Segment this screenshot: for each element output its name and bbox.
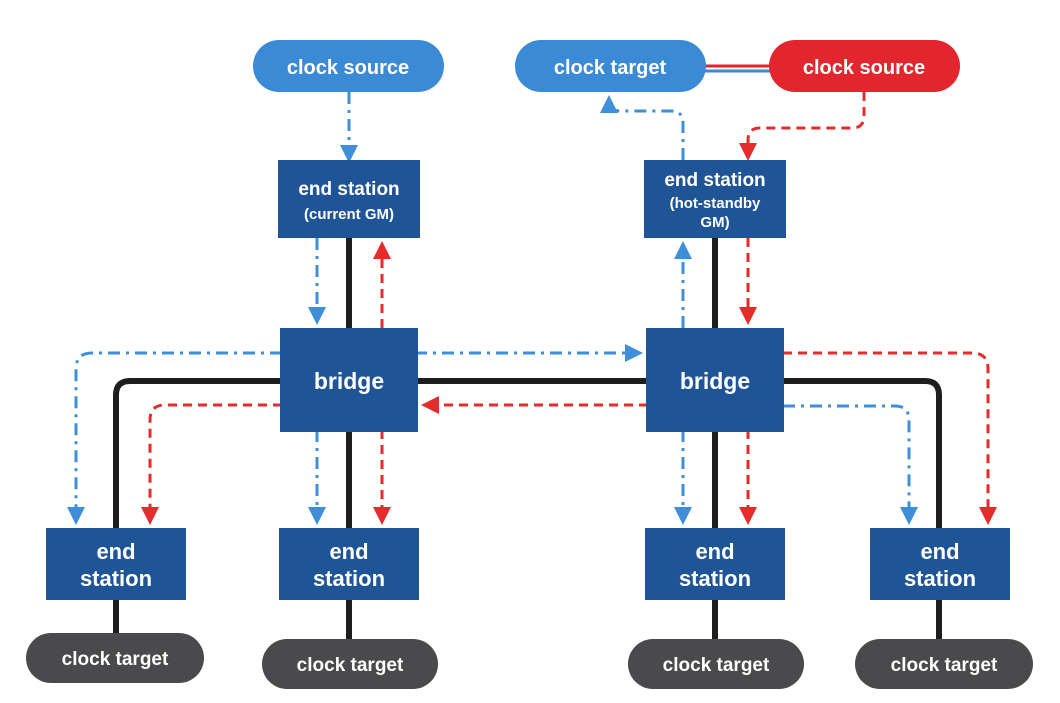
station-current-gm: end station (current GM) xyxy=(278,160,420,238)
blue-path-standby-to-top-target xyxy=(600,95,685,160)
bridge-right: bridge xyxy=(646,328,784,432)
end-station-1: end station xyxy=(46,528,186,600)
end-station-3-line-2: station xyxy=(679,566,751,591)
pill-top-clock-target-label: clock target xyxy=(554,57,667,79)
pill-top-clock-target: clock target xyxy=(515,40,706,92)
end-station-2-line-2: station xyxy=(313,566,385,591)
pill-clock-target-3-label: clock target xyxy=(663,655,770,676)
blue-path-bridge-to-station-1 xyxy=(67,351,282,525)
pill-clock-target-1-label: clock target xyxy=(62,649,169,670)
station-standby-gm-line-2: (hot-standby xyxy=(670,195,761,212)
bridge-left-label: bridge xyxy=(314,368,384,394)
blue-path-bridge-right-to-station-4 xyxy=(783,404,918,525)
bridge-left: bridge xyxy=(280,328,418,432)
station-current-gm-line-1: end station xyxy=(298,179,399,200)
pill-blue-clock-source-label: clock source xyxy=(287,57,409,79)
link-right-trunk-to-station-4 xyxy=(783,378,942,530)
red-path-source-to-standby xyxy=(739,92,866,161)
pill-clock-target-2: clock target xyxy=(262,639,438,689)
pill-clock-target-4-label: clock target xyxy=(891,655,998,676)
end-station-3-line-1: end xyxy=(695,539,734,564)
red-path-bridge-left-to-station-1 xyxy=(141,403,282,525)
pill-red-clock-source-label: clock source xyxy=(803,57,925,79)
station-hot-standby-gm: end station (hot-standby GM) xyxy=(644,160,786,238)
pill-clock-target-3: clock target xyxy=(628,639,804,689)
end-station-2-line-1: end xyxy=(329,539,368,564)
end-station-1-line-1: end xyxy=(96,539,135,564)
bridge-right-label: bridge xyxy=(680,368,750,394)
station-standby-gm-line-1: end station xyxy=(664,170,765,191)
pill-blue-clock-source: clock source xyxy=(253,40,444,92)
end-station-4-line-1: end xyxy=(920,539,959,564)
pill-red-clock-source: clock source xyxy=(769,40,960,92)
blue-sync-paths xyxy=(67,92,918,525)
end-station-4: end station xyxy=(870,528,1010,600)
link-left-trunk-to-station-1 xyxy=(113,378,282,530)
station-standby-gm-line-3: GM) xyxy=(700,214,729,231)
station-current-gm-line-2: (current GM) xyxy=(304,206,394,223)
end-station-2: end station xyxy=(279,528,419,600)
end-station-4-line-2: station xyxy=(904,566,976,591)
red-sync-paths xyxy=(141,92,997,525)
pill-clock-target-4: clock target xyxy=(855,639,1033,689)
end-station-1-line-2: station xyxy=(80,566,152,591)
pill-clock-target-1: clock target xyxy=(26,633,204,683)
end-station-3: end station xyxy=(645,528,785,600)
pill-clock-target-2-label: clock target xyxy=(297,655,404,676)
red-path-bridge-right-to-station-4 xyxy=(783,351,997,525)
